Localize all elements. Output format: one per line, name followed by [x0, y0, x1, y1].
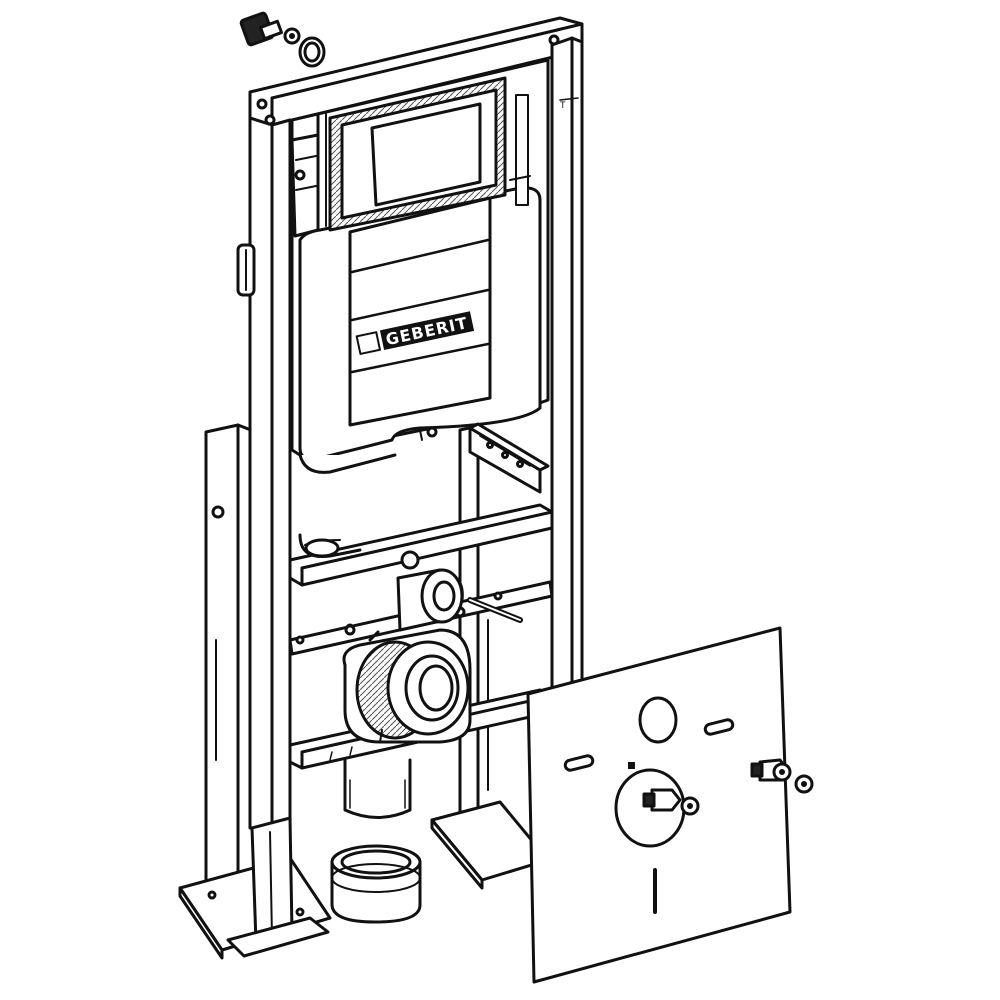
fixing-slot-left	[563, 754, 595, 772]
wc-connection-elbow	[342, 606, 472, 744]
actuator-opening-frame	[316, 76, 531, 232]
right-upright	[550, 36, 574, 714]
pipe-collar	[330, 844, 422, 924]
wc-fixing-bolt	[642, 788, 700, 816]
water-inlet-connector	[396, 550, 523, 632]
water-supply-pipe	[298, 533, 412, 819]
cistern-front-panel	[348, 196, 492, 427]
concealed-cistern: GEBERIT	[236, 58, 550, 474]
drain-pipe	[343, 758, 412, 819]
fixing-slot-right	[703, 718, 735, 736]
svg-text:T: T	[560, 100, 566, 110]
wc-fixing-bolt-right	[750, 758, 814, 794]
left-upright	[248, 116, 274, 837]
flush-outlet	[298, 453, 397, 474]
angle-bracket	[468, 422, 550, 494]
middle-crossbar	[288, 503, 554, 587]
cistern-side-fittings	[236, 133, 320, 297]
bolt-hole	[211, 505, 225, 519]
fixing-screw-set	[239, 11, 326, 68]
flush-pipe-cutout	[638, 696, 678, 744]
